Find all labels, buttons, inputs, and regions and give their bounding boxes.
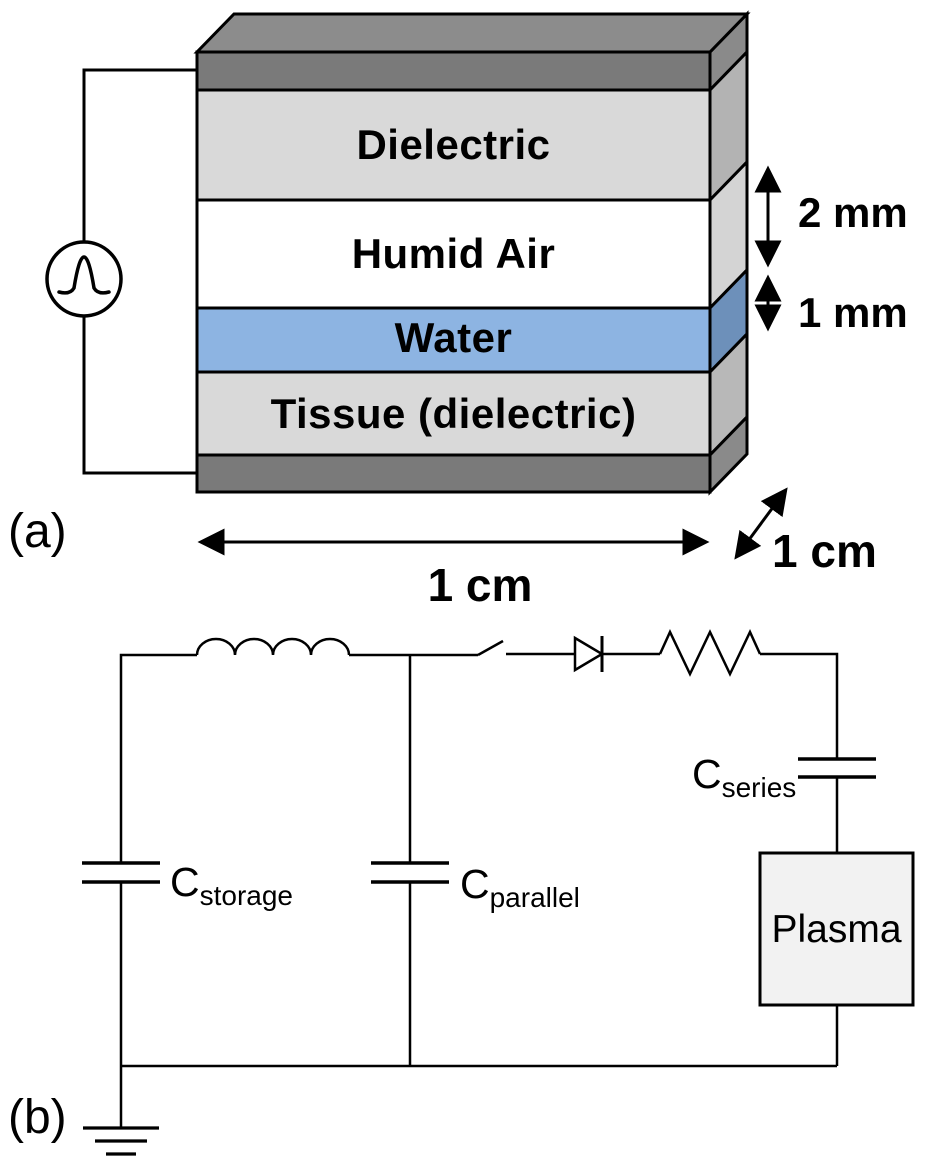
dim-label-depth: 1 cm <box>772 525 877 577</box>
capacitor-subscript: parallel <box>489 882 580 914</box>
layer-dielectric <box>195 88 712 202</box>
capacitor-storage-icon <box>82 861 160 884</box>
wire-resistor-to-right <box>760 652 839 759</box>
pulse-source-circuit <box>45 68 197 475</box>
top-face-electrode <box>193 12 751 54</box>
layer-label-tissue: Tissue (dielectric) <box>270 389 637 437</box>
lead-bottom <box>82 316 197 475</box>
capacitor-label-parallel: Cparallel <box>460 861 580 912</box>
layered-target-3d <box>193 10 751 496</box>
capacitor-parallel-icon <box>371 861 449 884</box>
pulse-voltage-source-icon <box>45 240 123 318</box>
plasma-label: Plasma <box>771 907 902 951</box>
capacitor-symbol: C <box>170 859 200 905</box>
layer-humid-air <box>195 198 712 310</box>
capacitor-symbol: C <box>692 751 722 797</box>
layer-label-humid-air: Humid Air <box>351 230 556 277</box>
lead-top <box>82 68 197 242</box>
ground-icon <box>83 1126 159 1156</box>
circuit-diagram <box>82 629 915 1156</box>
arrow-depth <box>734 487 788 560</box>
inductor-icon <box>195 637 351 656</box>
dim-label-width: 1 cm <box>427 559 533 611</box>
panel-label-b: (b) <box>8 1091 67 1144</box>
layer-bottom-electrode <box>195 453 712 494</box>
dim-label-air-gap: 2 mm <box>798 189 908 236</box>
layer-water <box>195 306 712 374</box>
plasma-box <box>758 851 915 1007</box>
pulse-waveform-icon <box>57 255 111 295</box>
capacitor-symbol: C <box>460 861 490 907</box>
layer-top-electrode <box>195 50 712 92</box>
capacitor-label-series: Cseries <box>692 751 796 802</box>
layer-label-dielectric: Dielectric <box>356 121 551 168</box>
layer-tissue <box>195 370 712 457</box>
resistor-icon <box>658 629 762 677</box>
switch-icon <box>477 639 504 657</box>
wire-left-upper <box>119 653 197 863</box>
layer-label-water: Water <box>394 314 513 361</box>
capacitor-label-storage: Cstorage <box>170 859 293 910</box>
dim-label-water-depth: 1 mm <box>798 289 908 336</box>
capacitor-series-icon <box>798 757 876 779</box>
dimension-arrows <box>197 165 788 560</box>
panel-label-a: (a) <box>8 505 67 558</box>
diode-icon <box>573 635 605 673</box>
capacitor-subscript: series <box>721 772 797 804</box>
capacitor-subscript: storage <box>199 880 294 912</box>
